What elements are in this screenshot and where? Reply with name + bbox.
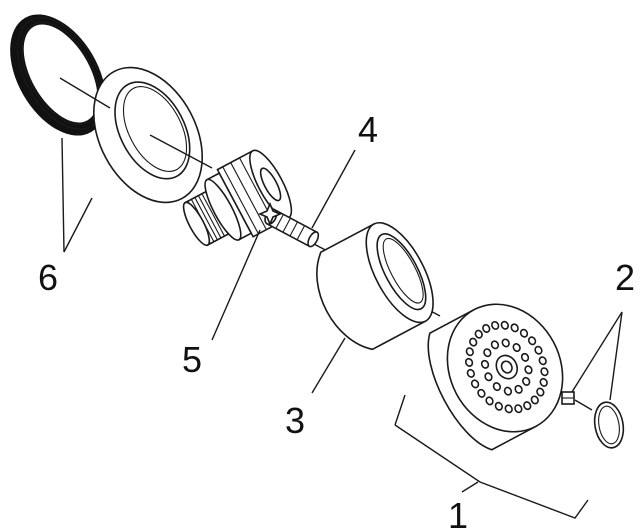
- callout-5: 5: [182, 339, 202, 380]
- leader-6b: [63, 197, 93, 253]
- leader-5: [211, 229, 261, 341]
- spray-nozzle: [510, 323, 519, 333]
- leader-2b: [609, 311, 623, 401]
- spray-nozzle: [465, 347, 474, 357]
- spray-nozzle: [466, 368, 475, 378]
- spray-nozzle: [491, 320, 500, 330]
- spray-nozzle: [470, 379, 480, 389]
- callout-6: 6: [38, 257, 58, 298]
- spray-nozzle: [482, 324, 491, 333]
- spray-nozzle: [523, 401, 532, 411]
- spray-nozzle: [469, 337, 478, 347]
- spray-nozzle: [520, 352, 530, 362]
- spray-nozzle: [524, 365, 533, 375]
- rosette-rings-icon: [10, 14, 204, 204]
- spray-nozzle: [522, 376, 531, 386]
- leader-6: [61, 137, 65, 253]
- spray-nozzle: [483, 348, 492, 358]
- spray-nozzle: [512, 343, 521, 353]
- spray-nozzle: [477, 388, 486, 398]
- spray-nozzle: [503, 386, 513, 396]
- spray-nozzle: [500, 320, 509, 330]
- spray-nozzle: [538, 356, 547, 366]
- spray-nozzle: [514, 404, 523, 414]
- spray-nozzle: [530, 395, 539, 405]
- spray-nozzle: [484, 372, 493, 382]
- leader-3: [311, 337, 346, 394]
- spray-nozzle: [490, 340, 500, 350]
- spray-nozzle: [514, 384, 523, 394]
- callout-1: 1: [448, 495, 468, 531]
- threaded-body-icon: [182, 149, 293, 247]
- spray-nozzle: [519, 328, 529, 338]
- leader-1-bracket: [394, 424, 589, 519]
- callout-2: 2: [615, 257, 635, 298]
- leader-1: [394, 394, 406, 426]
- spindle-icon: [257, 201, 320, 248]
- cover-cap-icon: [316, 221, 434, 351]
- callout-3: 3: [285, 400, 305, 441]
- spray-nozzle: [480, 359, 490, 369]
- spray-nozzle: [540, 367, 549, 377]
- spray-nozzle: [474, 329, 483, 339]
- shower-head-icon: [427, 303, 575, 451]
- spray-nozzles: [464, 320, 549, 414]
- o-ring-icon: [593, 401, 625, 449]
- spray-nozzle: [485, 396, 494, 406]
- spray-nozzle: [539, 377, 548, 387]
- spray-nozzle: [494, 401, 503, 411]
- spray-nozzle: [464, 357, 474, 367]
- leader-1-stem: [461, 481, 479, 493]
- leader-2a: [571, 311, 623, 393]
- callout-4: 4: [358, 109, 378, 150]
- spray-nozzle: [492, 382, 502, 392]
- spray-nozzle: [504, 404, 513, 414]
- spray-nozzle: [527, 336, 537, 346]
- spray-nozzle: [536, 387, 545, 397]
- spray-nozzle: [501, 338, 510, 348]
- leader-4: [311, 149, 356, 229]
- spray-nozzle: [534, 345, 543, 355]
